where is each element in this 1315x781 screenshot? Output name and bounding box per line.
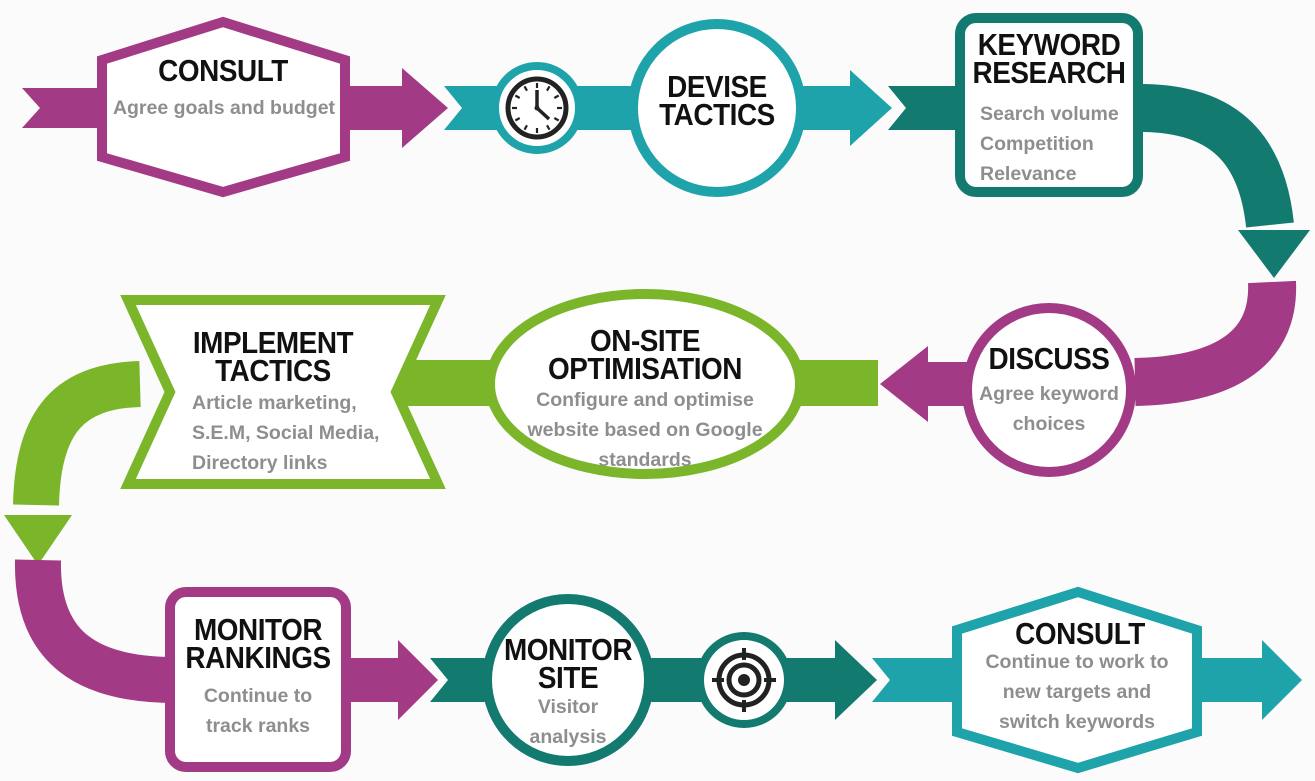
curve-down-to-discuss: [1134, 280, 1297, 406]
arrow-discuss-to-onsite: [880, 346, 968, 422]
onsite-optimisation-shape: [485, 289, 805, 479]
keyword-research-line-2: Competition: [980, 133, 1094, 155]
consult-1-title: CONSULT: [158, 53, 288, 88]
discuss-shape: [962, 303, 1136, 477]
monitor-site-title: MONITOR SITE: [501, 632, 636, 695]
keyword-research-desc: Search volume Competition Relevance: [980, 99, 1140, 189]
consult-2-line-2: new targets and: [1002, 681, 1152, 703]
keyword-research-line-1: Search volume: [980, 103, 1119, 125]
consult-2-title: CONSULT: [1015, 616, 1145, 651]
rankings-line-1: Continue to: [203, 685, 313, 707]
curve-implement-down: [13, 361, 142, 506]
keyword-research-title-line-2: RESEARCH: [972, 55, 1126, 90]
consult-2-desc: Continue to work to new targets and swit…: [962, 647, 1192, 737]
site-title-line-2: SITE: [537, 660, 599, 695]
arrow-to-clock: [444, 86, 500, 130]
arrow-target-to-consult: [778, 640, 877, 720]
implement-line-1: Article marketing,: [192, 392, 357, 414]
arrowhead-implement-down: [4, 515, 72, 565]
onsite-line-1: Configure and optimise: [536, 389, 754, 411]
implement-line-2: S.E.M, Social Media,: [192, 422, 380, 444]
site-line-1: Visitor: [537, 696, 599, 718]
monitor-rankings-title: MONITOR RANKINGS: [177, 612, 339, 675]
monitor-rankings-desc: Continue to track ranks: [170, 681, 346, 741]
curve-keyword-down: [1139, 84, 1294, 229]
band-to-consult-2: [872, 658, 960, 702]
target-icon: [696, 632, 792, 728]
onsite-title-line-2: OPTIMISATION: [547, 351, 743, 386]
keyword-research-shape: [955, 13, 1143, 197]
consult-2-shape: [952, 586, 1202, 774]
consult-1-line-1: Agree goals and budget: [112, 97, 336, 119]
band-onsite-left: [400, 360, 496, 406]
discuss-line-1: Agree keyword: [979, 383, 1119, 405]
consult-2-line-1: Continue to work to: [985, 651, 1169, 673]
devise-tactics-title-line-2: TACTICS: [659, 97, 775, 132]
onsite-optimisation-title: ON-SITE OPTIMISATION: [533, 323, 758, 386]
clock-icon: [491, 62, 583, 154]
consult-2-line-3: switch keywords: [998, 711, 1156, 733]
band-clock-to-devise: [575, 86, 635, 130]
implement-tactics-shape: [120, 295, 446, 489]
curve-down-to-rankings: [14, 559, 176, 703]
discuss-title: DISCUSS: [988, 341, 1110, 376]
monitor-rankings-shape: [165, 587, 351, 772]
arrow-start-magenta: [22, 88, 100, 128]
consult-1-shape: [97, 16, 350, 198]
arrow-end-teal: [1195, 640, 1302, 720]
keyword-research-title-line-1: KEYWORD: [977, 27, 1121, 62]
onsite-line-2: website based on Google: [527, 419, 763, 441]
onsite-line-3: standards: [598, 449, 692, 471]
band-to-keyword: [888, 86, 960, 130]
rankings-title-line-2: RANKINGS: [185, 640, 331, 675]
devise-tactics-title: DEVISE TACTICS: [645, 69, 789, 132]
site-line-2: analysis: [529, 726, 607, 748]
rankings-line-2: track ranks: [205, 715, 311, 737]
keyword-research-line-3: Relevance: [980, 163, 1077, 185]
devise-tactics-shape: [628, 19, 806, 197]
implement-title-line-1: IMPLEMENT: [192, 325, 354, 360]
monitor-site-desc: Visitor analysis: [500, 692, 636, 752]
implement-line-3: Directory links: [192, 452, 328, 474]
band-onsite-right: [800, 360, 878, 406]
implement-tactics-title: IMPLEMENT TACTICS: [188, 325, 359, 388]
onsite-optimisation-desc: Configure and optimise website based on …: [505, 385, 785, 475]
site-title-line-1: MONITOR: [503, 632, 633, 667]
implement-title-line-2: TACTICS: [215, 353, 331, 388]
rankings-title-line-1: MONITOR: [193, 612, 323, 647]
monitor-site-shape: [482, 594, 654, 766]
arrow-devise-to-keyword: [795, 70, 892, 146]
onsite-title-line-1: ON-SITE: [589, 323, 700, 358]
implement-tactics-desc: Article marketing, S.E.M, Social Media, …: [192, 388, 392, 478]
arrowhead-keyword-down: [1238, 230, 1310, 278]
band-to-monitor-site: [430, 658, 495, 702]
consult-1-desc: Agree goals and budget: [104, 93, 344, 123]
arrow-rankings-to-site: [345, 640, 438, 720]
discuss-line-2: choices: [1012, 413, 1086, 435]
discuss-desc: Agree keyword choices: [960, 379, 1138, 439]
keyword-research-title: KEYWORD RESEARCH: [969, 27, 1129, 90]
devise-tactics-title-line-1: DEVISE: [667, 69, 767, 104]
arrow-consult-to-devise: [345, 68, 448, 148]
